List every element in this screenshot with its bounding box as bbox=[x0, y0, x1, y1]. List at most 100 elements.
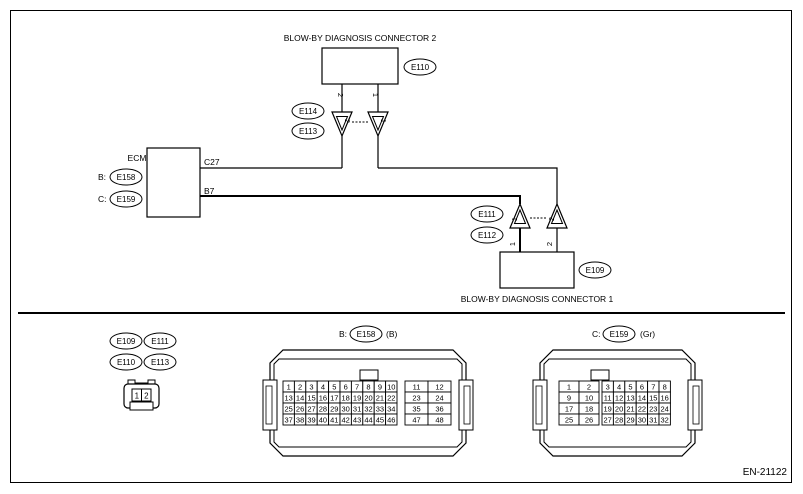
pin-cell: 20 bbox=[362, 391, 375, 404]
pin-label: 2 bbox=[298, 382, 302, 391]
pin-label: 24 bbox=[435, 393, 443, 402]
pin-label: 48 bbox=[435, 415, 443, 424]
pin-cell: 33 bbox=[373, 402, 387, 415]
ecm-conn-c-prefix: C: bbox=[98, 194, 107, 204]
pin-label: 31 bbox=[353, 404, 361, 413]
pin-cell: 9 bbox=[373, 380, 387, 393]
pin-cell: 8 bbox=[362, 380, 375, 393]
pin-cell: 3 bbox=[305, 380, 318, 393]
pin-label: 19 bbox=[604, 404, 612, 413]
pin-cell: 4 bbox=[316, 380, 330, 393]
legend-b-ref-badge: E158 bbox=[349, 325, 383, 343]
pin-label: 28 bbox=[319, 404, 327, 413]
joint-upper-terminal-right bbox=[367, 111, 389, 137]
pin-cell: 22 bbox=[635, 402, 649, 415]
connector1-pin-right: 2 bbox=[545, 242, 554, 246]
pin-cell: 19 bbox=[350, 391, 364, 404]
joint-lower-pin-left: 1 bbox=[512, 217, 519, 221]
pin-label: 18 bbox=[585, 404, 593, 413]
pin-cell: 32 bbox=[658, 413, 671, 426]
pin-cell: 20 bbox=[612, 402, 626, 415]
pin-label: 8 bbox=[366, 382, 370, 391]
legend-small-ref-2: E110 bbox=[117, 358, 136, 367]
pin-cell: 46 bbox=[385, 413, 398, 426]
pin-label: 26 bbox=[585, 415, 593, 424]
joint-lower-pin-right: 2 bbox=[549, 217, 556, 221]
pin-cell: 40 bbox=[316, 413, 330, 426]
connector1-ref-badge: E109 bbox=[578, 261, 612, 279]
pin-label: 5 bbox=[332, 382, 336, 391]
pin-label: 1 bbox=[287, 382, 291, 391]
joint-upper-pin-left: 2 bbox=[343, 119, 350, 123]
pin-cell: 32 bbox=[362, 402, 375, 415]
pin-label: 14 bbox=[296, 393, 304, 402]
pin-cell: 13 bbox=[282, 391, 295, 404]
pin-cell: 19 bbox=[601, 402, 614, 415]
pin-label: 39 bbox=[307, 415, 315, 424]
pin-label: 11 bbox=[413, 382, 421, 391]
pin-cell: 29 bbox=[328, 402, 341, 415]
pin-cell: 11 bbox=[404, 380, 429, 393]
connector1-pin-left: 1 bbox=[508, 242, 517, 246]
pin-cell: 4 bbox=[612, 380, 626, 393]
pin-cell: 8 bbox=[658, 380, 671, 393]
pin-cell: 24 bbox=[658, 402, 671, 415]
pin-cell: 3 bbox=[601, 380, 614, 393]
pin-label: 23 bbox=[412, 393, 420, 402]
legend-small-pin-1: 1 bbox=[135, 392, 140, 401]
legend-small-ref-3-badge: E113 bbox=[143, 353, 177, 371]
pin-label: 47 bbox=[412, 415, 420, 424]
pin-label: 3 bbox=[606, 382, 610, 391]
pin-label: 6 bbox=[640, 382, 644, 391]
pin-cell: 30 bbox=[635, 413, 649, 426]
pin-cell: 34 bbox=[385, 402, 398, 415]
pin-label: 24 bbox=[661, 404, 669, 413]
pin-cell: 23 bbox=[647, 402, 660, 415]
pin-cell: 36 bbox=[427, 402, 452, 415]
pin-cell: 18 bbox=[339, 391, 352, 404]
pin-label: 44 bbox=[364, 415, 372, 424]
pin-cell: 17 bbox=[328, 391, 341, 404]
connector2-title: BLOW-BY DIAGNOSIS CONNECTOR 2 bbox=[284, 33, 437, 43]
diagram-frame bbox=[10, 10, 792, 483]
pin-cell: 26 bbox=[578, 413, 600, 426]
pin-label: 10 bbox=[387, 382, 395, 391]
pin-label: 6 bbox=[344, 382, 348, 391]
pin-label: 27 bbox=[307, 404, 315, 413]
ecm-box bbox=[146, 147, 201, 218]
legend-c-color: (Gr) bbox=[640, 329, 655, 339]
pin-label: 22 bbox=[638, 404, 646, 413]
pin-cell: 31 bbox=[647, 413, 660, 426]
pin-label: 42 bbox=[342, 415, 350, 424]
pin-cell: 7 bbox=[350, 380, 364, 393]
pin-cell: 35 bbox=[404, 402, 429, 415]
connector2-box bbox=[321, 47, 399, 85]
pin-cell: 21 bbox=[373, 391, 387, 404]
wire-c2-to-c1 bbox=[378, 167, 558, 204]
pin-label: 21 bbox=[626, 404, 634, 413]
connector2-pin-right: 1 bbox=[371, 93, 380, 97]
joint-lower-terminal-left bbox=[509, 203, 531, 229]
pin-cell: 16 bbox=[658, 391, 671, 404]
wire-label-c27: C27 bbox=[204, 157, 220, 167]
legend-small-pin-2: 2 bbox=[144, 392, 149, 401]
legend-small-connector: E109 E111 E110 E113 1 2 bbox=[109, 332, 177, 411]
legend-small-ref-2-badge: E110 bbox=[109, 353, 143, 371]
pin-cell: 7 bbox=[647, 380, 660, 393]
pin-cell: 9 bbox=[558, 391, 580, 404]
pin-cell: 22 bbox=[385, 391, 398, 404]
joint-lower-ref-a-badge: E111 bbox=[470, 205, 504, 223]
pin-label: 19 bbox=[353, 393, 361, 402]
pin-cell: 1 bbox=[282, 380, 295, 393]
joint-upper-ref-a: E114 bbox=[299, 107, 318, 116]
pin-cell: 25 bbox=[282, 402, 295, 415]
pin-cell: 5 bbox=[328, 380, 341, 393]
pin-label: 7 bbox=[651, 382, 655, 391]
pin-cell: 15 bbox=[647, 391, 660, 404]
pin-cell: 15 bbox=[305, 391, 318, 404]
pin-label: 9 bbox=[378, 382, 382, 391]
pin-label: 12 bbox=[615, 393, 623, 402]
